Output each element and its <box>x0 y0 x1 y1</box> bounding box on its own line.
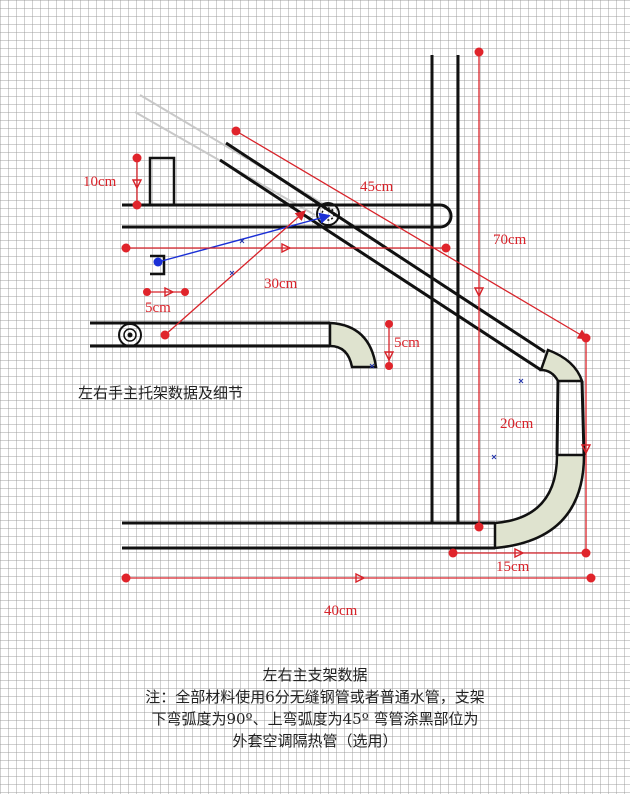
guide-lines <box>134 94 326 216</box>
label-10cm: 10cm <box>83 174 117 190</box>
x-markers <box>229 238 524 460</box>
upright-tab <box>148 156 176 205</box>
diagonal-pipe <box>219 141 546 372</box>
label-40cm: 40cm <box>324 603 358 619</box>
detail-pipe <box>90 321 330 348</box>
main-title: 左右主支架数据 <box>262 666 368 684</box>
notes-block: 左右主支架数据 注：全部材料使用6分无缝钢管或者普通水管，支架 下弯弧度为90º… <box>60 664 570 752</box>
label-5cm-vertical: 5cm <box>394 335 420 351</box>
label-45cm: 45cm <box>360 179 394 195</box>
upper-horizontal-pipe <box>122 203 453 229</box>
lower-bend-sleeve <box>493 453 586 550</box>
note-line-3: 外套空调隔热管（选用） <box>232 732 398 750</box>
base-pipe <box>122 521 495 550</box>
label-20cm: 20cm <box>500 416 534 432</box>
dimension-ticks <box>131 179 592 584</box>
note-line-1: 注：全部材料使用6分无缝钢管或者普通水管，支架 <box>145 688 485 706</box>
vertical-pipe <box>430 55 460 523</box>
label-5cm-horizontal: 5cm <box>145 300 171 316</box>
blue-leader <box>153 212 331 267</box>
label-70cm: 70cm <box>493 232 527 248</box>
small-l-bracket <box>150 254 166 276</box>
pipe-end-cap-left <box>118 323 142 347</box>
dimension-endpoints <box>121 47 596 583</box>
upper-bend-sleeve <box>539 348 584 383</box>
label-15cm: 15cm <box>496 559 530 575</box>
note-line-2: 下弯弧度为90º、上弯弧度为45º 弯管涂黑部位为 <box>151 710 479 728</box>
right-vertical-pipe <box>555 380 586 456</box>
detail-bend-sleeve <box>328 321 378 369</box>
label-30cm: 30cm <box>264 276 298 292</box>
detail-caption: 左右手主托架数据及细节 <box>78 384 243 402</box>
dimension-lines <box>126 52 591 579</box>
